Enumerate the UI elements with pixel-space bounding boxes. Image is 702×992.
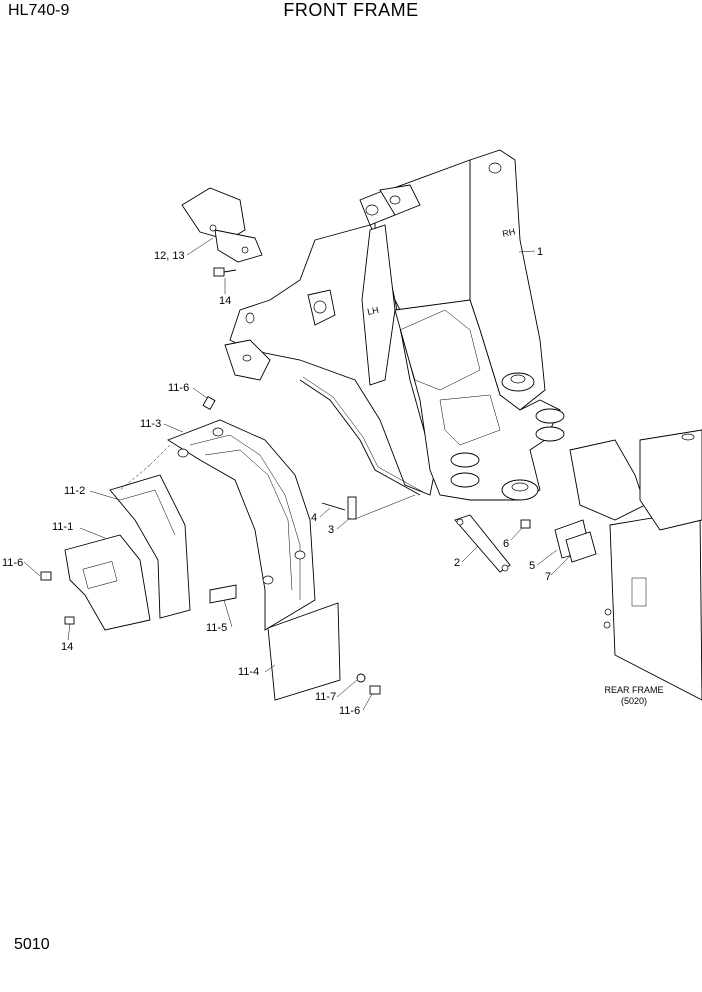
callout-11-1: 11-1 [52, 521, 73, 533]
callout-14-bottom: 14 [61, 641, 73, 653]
model-number: HL740-9 [8, 2, 70, 19]
bracket-12-13 [181, 187, 263, 263]
callout-11-3: 11-3 [140, 418, 161, 430]
callout-11-7: 11-7 [315, 691, 336, 703]
rear-frame-section: REAR FRAME (5020) [569, 429, 702, 706]
callout-5: 5 [529, 560, 535, 572]
leader-lines [23, 237, 571, 711]
page-title: FRONT FRAME [283, 0, 419, 20]
callout-labels: 1 2 3 4 5 6 7 12, 13 14 14 11-1 11-2 11-… [2, 246, 551, 717]
callout-11-4: 11-4 [238, 666, 259, 678]
callout-11-5: 11-5 [206, 622, 227, 634]
front-frame-assembly: RH LH [224, 149, 565, 501]
rear-frame-label: REAR FRAME [604, 685, 663, 695]
lh-mark: LH [366, 305, 379, 317]
rear-frame-ref: (5020) [621, 696, 647, 706]
bolt-14-top [213, 267, 237, 277]
callout-4: 4 [311, 512, 317, 524]
small-parts [321, 496, 597, 573]
callout-6: 6 [503, 538, 509, 550]
callout-11-6-left: 11-6 [2, 557, 23, 569]
callout-14-top: 14 [219, 295, 231, 307]
callout-1: 1 [537, 246, 543, 258]
callout-3: 3 [328, 524, 334, 536]
mudguard-assembly [40, 396, 381, 701]
callout-12-13: 12, 13 [154, 250, 185, 262]
callout-2: 2 [454, 557, 460, 569]
callout-11-2: 11-2 [64, 485, 85, 497]
callout-11-6-top: 11-6 [168, 382, 189, 394]
callout-7: 7 [545, 571, 551, 583]
page-number: 5010 [14, 936, 50, 953]
callout-11-6-bottom: 11-6 [339, 705, 360, 717]
rh-mark: RH [501, 226, 516, 238]
